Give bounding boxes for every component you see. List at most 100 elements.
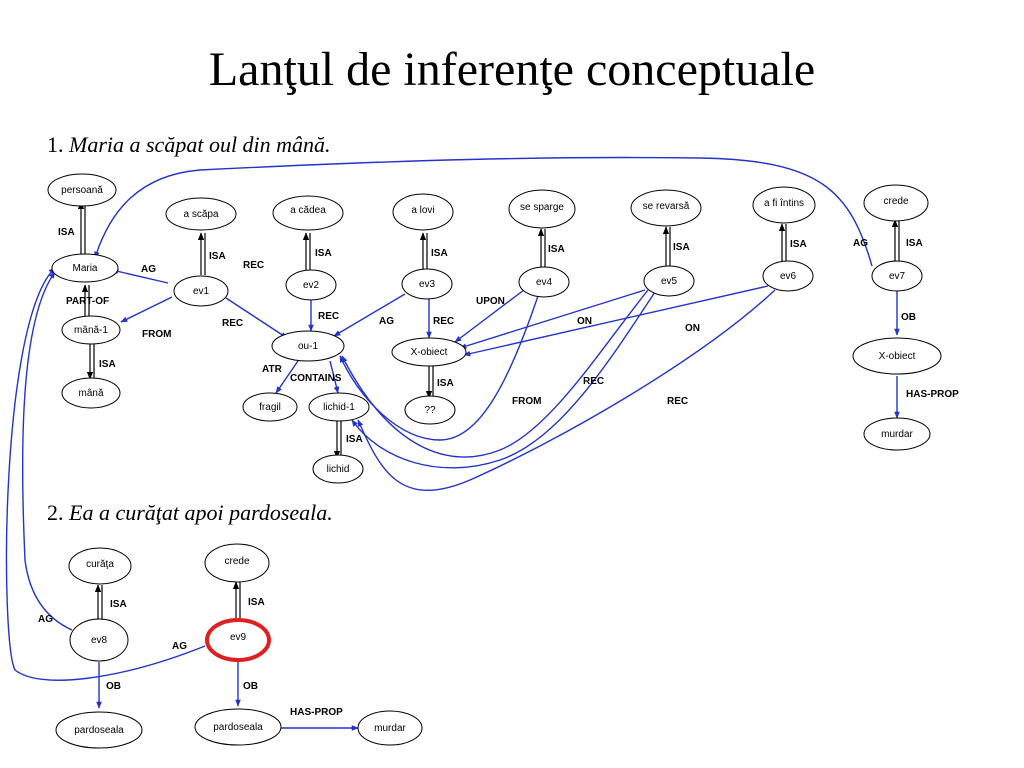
rel-rec-ev1: REC — [222, 318, 243, 329]
label-a-scapa: a scăpa — [183, 209, 218, 220]
rel-atr: ATR — [262, 364, 283, 375]
rel-upon: UPON — [476, 296, 505, 307]
node-xobiect — [391, 337, 467, 367]
rel-ag-ev9: AG — [172, 641, 187, 652]
rel-rec-ou: REC — [318, 311, 339, 322]
node-ev3 — [401, 268, 453, 300]
node-a-lovi — [392, 193, 454, 231]
node-ev8 — [69, 618, 129, 662]
label-lichid1: lichid-1 — [323, 402, 355, 413]
node-crede-2 — [204, 543, 270, 583]
node-crede-1 — [863, 184, 929, 222]
rel-ag-ev8: AG — [38, 614, 53, 625]
rel-ob-ev9: OB — [243, 681, 258, 692]
node-xobiect-7 — [852, 337, 942, 375]
node-a-fi-intins — [752, 186, 816, 224]
label-murdar-1: murdar — [881, 429, 913, 440]
rel-hasprop-1: HAS-PROP — [906, 389, 959, 400]
label-maria: Maria — [72, 263, 97, 274]
nodes — [47, 173, 942, 749]
label-ev8: ev8 — [91, 635, 108, 646]
isa-links — [77, 201, 900, 624]
rel-hasprop-2: HAS-PROP — [290, 707, 343, 718]
node-qq — [404, 395, 456, 425]
label-ev2: ev2 — [303, 280, 320, 291]
label-ev3: ev3 — [419, 279, 436, 290]
node-ou1 — [271, 330, 345, 362]
rel-isa-ev7: ISA — [906, 238, 923, 249]
label-qq: ?? — [424, 405, 436, 416]
node-a-scapa — [165, 197, 237, 231]
label-persoana: persoană — [61, 185, 103, 196]
rel-from-ev1: FROM — [142, 329, 171, 340]
node-lichid1 — [308, 392, 370, 422]
node-ev5 — [643, 265, 695, 297]
node-persoana — [47, 173, 117, 207]
node-mana — [61, 377, 121, 409]
rel-isa-ev6: ISA — [790, 239, 807, 250]
label-se-sparge: se sparge — [520, 202, 564, 213]
rel-isa-qq: ISA — [437, 378, 454, 389]
rel-rec-ev5: REC — [583, 376, 604, 387]
relation-links — [5, 156, 900, 731]
rel-isa-ev9: ISA — [248, 597, 265, 608]
label-ev5: ev5 — [661, 276, 678, 287]
label-pardoseala-9: pardoseala — [213, 722, 263, 733]
rel-rec-ev2: REC — [243, 260, 264, 271]
label-fragil: fragil — [259, 402, 281, 413]
sentence-1-number: 1. — [47, 132, 64, 157]
node-a-cadea — [272, 195, 344, 231]
node-curata — [68, 547, 132, 585]
label-murdar-2: murdar — [374, 723, 406, 734]
label-se-revarsa: se revarsă — [643, 201, 690, 212]
node-lichid — [312, 454, 364, 484]
rel-isa-ev1: ISA — [209, 251, 226, 262]
sentence-1-text: Maria a scăpat oul din mână. — [69, 132, 331, 157]
node-pardoseala-9 — [194, 708, 282, 746]
sentence-2: 2. Ea a curăţat apoi pardoseala. — [47, 500, 333, 526]
node-mana1 — [61, 315, 121, 345]
node-se-revarsa — [630, 189, 702, 227]
rel-ob-ev8: OB — [106, 681, 121, 692]
rel-partof: PART-OF — [66, 296, 109, 307]
label-ev7: ev7 — [889, 271, 906, 282]
label-ev4: ev4 — [536, 277, 553, 288]
rel-rec-ev3: REC — [433, 316, 454, 327]
rel-isa-ev2: ISA — [315, 248, 332, 259]
label-ou1: ou-1 — [298, 341, 318, 352]
sentence-2-number: 2. — [47, 500, 64, 525]
label-crede-1: crede — [883, 196, 908, 207]
sentence-1: 1. Maria a scăpat oul din mână. — [47, 132, 331, 158]
rel-ag-ev1: AG — [141, 264, 156, 275]
rel-rec-ev6: REC — [667, 396, 688, 407]
node-ev6 — [762, 260, 814, 292]
rel-isa-mana: ISA — [99, 359, 116, 370]
rel-isa-ev3: ISA — [431, 248, 448, 259]
rel-ag-ev7: AG — [853, 238, 868, 249]
node-murdar-1 — [863, 417, 931, 451]
label-curata: curăţa — [86, 559, 114, 570]
rel-isa-lichid: ISA — [346, 434, 363, 445]
label-a-fi-intins: a fi întins — [764, 198, 804, 209]
node-ev4 — [518, 266, 570, 298]
rel-from-ev5: FROM — [512, 396, 541, 407]
node-ev9-highlighted — [205, 618, 271, 662]
node-pardoseala-8 — [55, 711, 143, 749]
rel-ob-ev7: OB — [901, 312, 916, 323]
node-fragil — [242, 392, 298, 422]
rel-contains: CONTAINS — [290, 373, 342, 384]
label-xobiect: X-obiect — [411, 347, 448, 358]
rel-isa-ev4: ISA — [548, 244, 565, 255]
node-murdar-2 — [357, 710, 423, 746]
node-se-sparge — [508, 189, 576, 229]
label-xobiect-7: X-obiect — [879, 351, 916, 362]
label-mana: mână — [78, 388, 103, 399]
label-lichid: lichid — [327, 464, 350, 475]
node-maria — [51, 253, 119, 283]
page-title: Lanţul de inferenţe conceptuale — [208, 43, 816, 96]
rel-isa-ev5: ISA — [673, 242, 690, 253]
node-ev2 — [285, 269, 337, 301]
rel-isa-persoana: ISA — [58, 227, 75, 238]
label-ev6: ev6 — [780, 271, 797, 282]
